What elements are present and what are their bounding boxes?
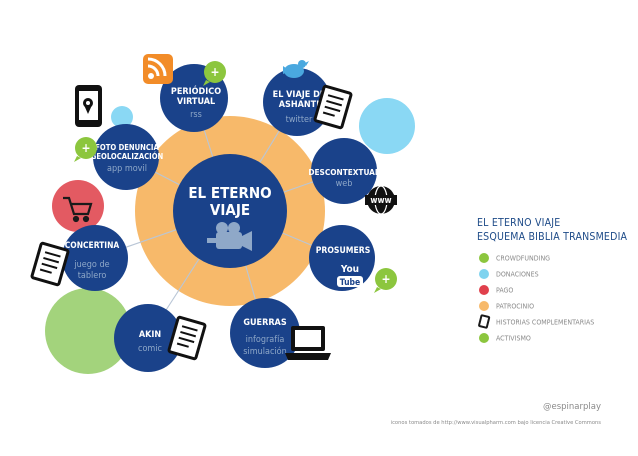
crowdfunding-bubble	[45, 288, 131, 374]
icon-credit: iconos tomados de http://www.visualpharm…	[390, 420, 601, 426]
legend-label: ACTIVISMO	[496, 335, 531, 343]
ashanti-sub: twitter	[286, 115, 313, 125]
legend-label: DONACIONES	[496, 271, 539, 279]
foto-title-line1: FOTO DENUNCIA	[95, 143, 159, 152]
legend-marker	[479, 269, 489, 279]
node-guerras	[230, 298, 300, 368]
svg-text:+: +	[210, 65, 219, 79]
legend-label: CROWDFUNDING	[496, 255, 550, 263]
legend-items: CROWDFUNDING DONACIONES PAGO PATROCINIO HIST…	[478, 253, 594, 343]
legend-marker	[479, 253, 489, 263]
legend-marker	[479, 285, 489, 295]
svg-text:+: +	[81, 141, 90, 155]
node-prosumers	[309, 225, 375, 291]
center-title-line1: EL ETERNO	[188, 184, 271, 202]
ashanti-title-line2: ASHANTI	[279, 100, 319, 110]
laptop-icon	[285, 326, 331, 360]
ashanti-title-line1: EL VIAJE DE	[273, 90, 326, 100]
prosumers-title: PROSUMERS	[316, 246, 371, 256]
plus-icon-prosumers: +	[374, 268, 397, 293]
descontextual-sub: web	[336, 179, 353, 189]
center-title-line2: VIAJE	[210, 201, 250, 219]
youtube-icon: You Tube	[337, 264, 363, 288]
svg-text:Tube: Tube	[340, 278, 360, 288]
node-descontextual	[311, 138, 377, 204]
payment-bubble	[52, 180, 104, 232]
document-icon-ashanti	[313, 84, 353, 130]
node-foto-denuncia	[93, 124, 159, 190]
donation-bubble-large	[359, 98, 415, 154]
legend-label: PATROCINIO	[496, 303, 534, 311]
periodico-sub: rss	[190, 110, 202, 120]
video-camera-icon	[207, 222, 252, 251]
svg-text:www: www	[370, 196, 391, 206]
legend-title-line2: ESQUEMA BIBLIA TRANSMEDIA	[477, 231, 628, 243]
periodico-title-line1: PERIÓDICO	[171, 85, 221, 97]
svg-text:You: You	[340, 264, 359, 275]
legend-document-icon	[478, 314, 491, 329]
concertina-sub-line1: juego de	[73, 260, 109, 270]
shopping-cart-icon	[63, 196, 93, 223]
author-handle: @espinarplay	[542, 402, 601, 412]
foto-sub: app movil	[107, 164, 147, 174]
plus-icon-foto: +	[74, 137, 97, 162]
twitter-bird-icon	[283, 60, 309, 78]
legend-marker	[479, 301, 489, 311]
node-akin	[114, 304, 182, 372]
rss-icon	[143, 54, 173, 84]
concertina-sub-line2: tablero	[78, 271, 107, 281]
guerras-title: GUERRAS	[243, 318, 286, 328]
periodico-title-line2: VIRTUAL	[177, 97, 215, 107]
svg-text:+: +	[381, 272, 390, 286]
akin-title: AKIN	[139, 330, 162, 340]
guerras-sub-line1: infografía	[246, 335, 285, 345]
concertina-title: CONCERTINA	[65, 240, 120, 250]
foto-title-line2: GEOLOCALIZACIÓN	[91, 152, 164, 161]
phone-location-icon	[75, 85, 102, 127]
document-icon-akin	[167, 315, 207, 361]
center-node	[173, 154, 287, 268]
guerras-sub-line2: simulación	[243, 346, 287, 357]
descontextual-title: DESCONTEXTUAL	[308, 167, 379, 177]
legend-marker	[479, 333, 489, 343]
legend-label: HISTORIAS COMPLEMENTARIAS	[496, 319, 594, 327]
www-globe-icon: www	[365, 185, 397, 215]
legend-label: PAGO	[496, 287, 513, 295]
node-concertina	[62, 225, 128, 291]
document-icon-concertina	[30, 241, 70, 287]
akin-sub: comic	[138, 344, 162, 354]
legend-title-line1: EL ETERNO VIAJE	[477, 217, 560, 229]
donation-bubble-small	[111, 106, 133, 128]
plus-icon-periodico: +	[203, 61, 226, 86]
